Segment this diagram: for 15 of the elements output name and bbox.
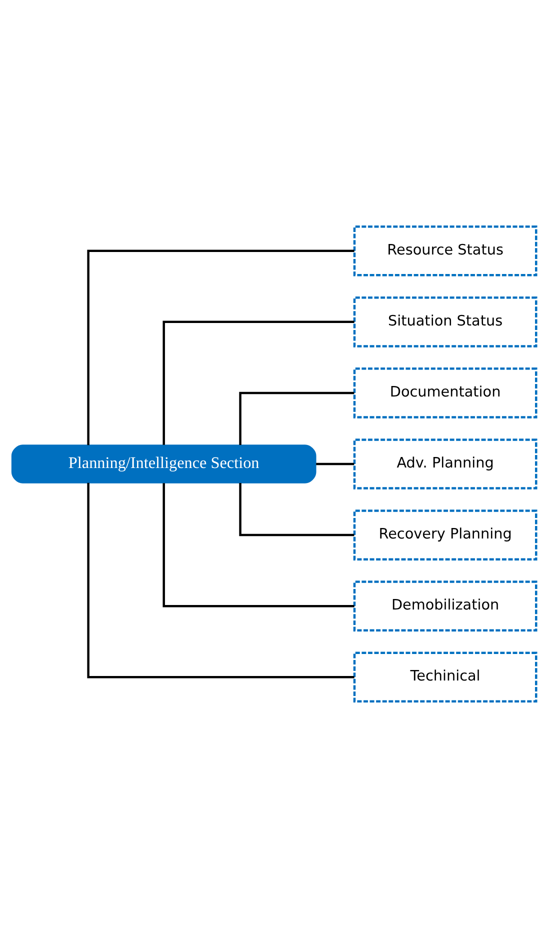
node-box: Techinical — [353, 652, 538, 703]
connector — [316, 462, 354, 466]
connector — [239, 483, 354, 536]
node-box: Documentation — [353, 368, 538, 418]
connector — [87, 482, 354, 678]
node-box: Recovery Planning — [353, 510, 538, 560]
node-box: Planning/Intelligence Section — [11, 444, 316, 484]
connector — [162, 483, 354, 608]
connector — [87, 250, 354, 446]
node-box: Adv. Planning — [353, 438, 538, 490]
node-box: Resource Status — [353, 225, 538, 276]
connector — [239, 392, 354, 445]
node-box: Demobilization — [353, 580, 538, 632]
connector — [162, 320, 354, 445]
node-box: Situation Status — [353, 296, 538, 348]
